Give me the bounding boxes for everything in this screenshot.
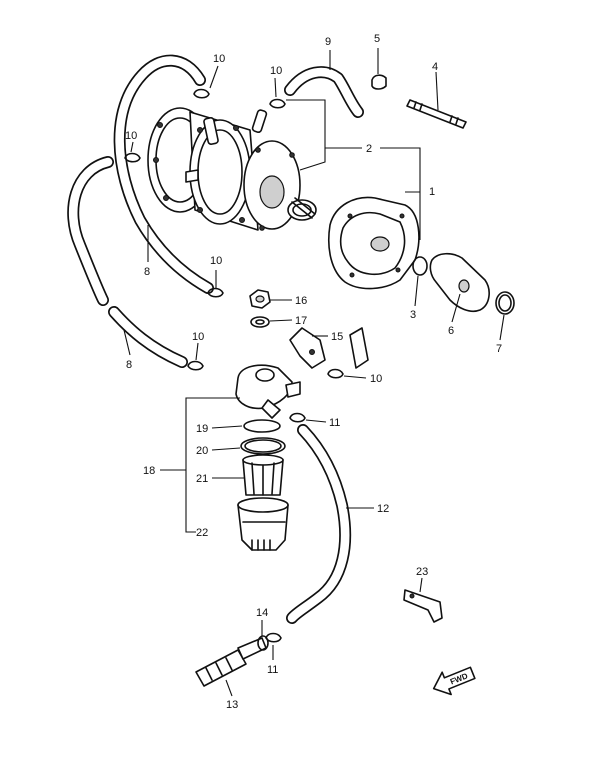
clamp-11-b	[265, 632, 282, 643]
callout-23: 23	[416, 566, 428, 578]
grommet-15	[349, 327, 369, 369]
callout-3: 3	[410, 309, 416, 321]
filter-cap	[235, 364, 301, 419]
callout-4: 4	[432, 61, 438, 73]
hose-8-upper	[113, 54, 214, 294]
callout-8-a: 8	[144, 266, 150, 278]
nut-16	[249, 289, 271, 309]
o-ring-7	[495, 291, 515, 315]
hose-8-lower	[108, 306, 188, 368]
clamp-10-e	[187, 360, 204, 371]
gasket-14	[257, 635, 269, 651]
leader-lines	[123, 48, 505, 697]
gasket-3	[412, 256, 428, 276]
o-ring-20	[240, 437, 286, 455]
bracket-23	[403, 589, 443, 623]
callout-7: 7	[496, 343, 502, 355]
callout-12: 12	[377, 503, 389, 515]
callout-10-a: 10	[213, 53, 225, 65]
callout-10-f: 10	[370, 373, 382, 385]
clamp-10-a	[193, 88, 210, 99]
callout-5: 5	[374, 33, 380, 45]
filter-element-21	[242, 454, 284, 496]
callout-13: 13	[226, 699, 238, 711]
callout-8-b: 8	[126, 359, 132, 371]
callout-16: 16	[295, 295, 307, 307]
o-ring-19	[243, 419, 281, 433]
callout-6: 6	[448, 325, 454, 337]
clamp-11-a	[289, 412, 306, 423]
callout-19: 19	[196, 423, 208, 435]
bracket-15	[289, 327, 326, 369]
filter-bowl-22	[237, 497, 289, 551]
washer-17	[250, 316, 270, 328]
callout-10-b: 10	[270, 65, 282, 77]
callout-15: 15	[331, 331, 343, 343]
hose-12	[286, 424, 352, 624]
callout-10-d: 10	[210, 255, 222, 267]
callout-1: 1	[429, 186, 435, 198]
stud-4	[406, 99, 467, 129]
callout-14: 14	[256, 607, 268, 619]
callout-9: 9	[325, 36, 331, 48]
pump-cover	[327, 196, 420, 290]
fuel-pump-body	[147, 107, 317, 231]
clamp-10-f	[327, 368, 344, 379]
callout-22: 22	[196, 527, 208, 539]
callout-2: 2	[366, 143, 372, 155]
callout-11-a: 11	[329, 417, 340, 429]
callout-18: 18	[143, 465, 155, 477]
callout-21: 21	[196, 473, 208, 485]
clamp-10-d	[207, 287, 224, 298]
clip-5	[371, 74, 387, 90]
hose-8-left	[67, 156, 114, 306]
clamp-10-c	[124, 152, 141, 163]
callout-17: 17	[295, 315, 307, 327]
forward-arrow-icon: FWD	[432, 666, 476, 696]
callout-10-e: 10	[192, 331, 204, 343]
callout-10-c: 10	[125, 130, 137, 142]
callout-20: 20	[196, 445, 208, 457]
callouts: 9 5 4 10 10 10 2 1 8 10 16 17 3 6 7 15 1…	[125, 33, 502, 711]
callout-11-b: 11	[267, 664, 278, 676]
hose-9	[284, 66, 364, 118]
fitting-13	[195, 637, 267, 687]
clamp-10-b	[269, 98, 286, 109]
cover-plate-6	[429, 252, 490, 313]
